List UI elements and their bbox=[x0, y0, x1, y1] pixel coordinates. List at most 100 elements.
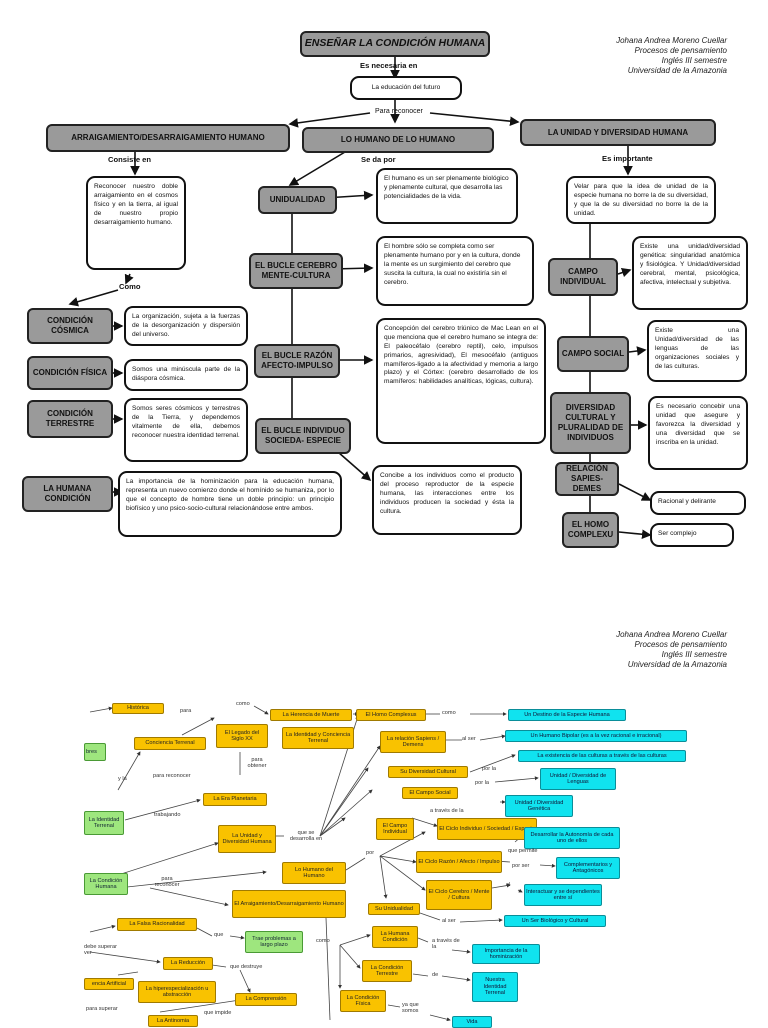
text-bucle-cerebro: El hombre sólo se completa como ser plen… bbox=[376, 236, 534, 306]
m2-interactuar: Interactuar y se dependientes entre sí bbox=[524, 884, 602, 906]
m2-ser-biologico: Un Ser Biológico y Cultural bbox=[504, 915, 606, 927]
m2-bres: bres bbox=[84, 743, 106, 761]
m2-ciclo-cerebro: El Ciclo Cerebro / Mente / Cultura bbox=[426, 880, 492, 910]
m2-relacion-sapiens: La relación Sapiens / Demens bbox=[380, 731, 446, 753]
link-es-necesaria: Es necesaria en bbox=[360, 61, 418, 70]
author-name-2: Johana Andrea Moreno Cuellar bbox=[616, 630, 727, 639]
m2-label-de: de bbox=[432, 972, 439, 978]
m2-historica: Histórica bbox=[112, 703, 164, 714]
m2-homo-complexus: El Homo Complexus bbox=[356, 709, 426, 721]
node-diversidad-cultural: DIVERSIDAD CULTURAL Y PLURALIDAD DE INDI… bbox=[550, 392, 631, 454]
node-condicion-cosmica: CONDICIÓN CÓSMICA bbox=[27, 308, 113, 344]
m2-campo-individual: El Campo Individual bbox=[376, 818, 414, 840]
m2-legado: El Legado del Siglo XX bbox=[216, 724, 268, 748]
author-level-2: Inglés III semestre bbox=[661, 650, 727, 659]
m2-condicion-terrestre: La Condición Terrestre bbox=[362, 960, 412, 982]
m2-diversidad-cultural: Su Diversidad Cultural bbox=[388, 766, 468, 778]
m2-condicion-humana: La Condición Humana bbox=[84, 873, 128, 895]
link-consiste-en: Consiste en bbox=[108, 155, 152, 164]
m2-destino: Un Destino de la Especie Humana bbox=[508, 709, 626, 721]
m2-nuestra-identidad: Nuestra Identidad Terrenal bbox=[472, 972, 518, 1002]
m2-label-como3: como bbox=[316, 938, 330, 944]
link-es-importante: Es importante bbox=[602, 154, 653, 163]
node-campo-social: CAMPO SOCIAL bbox=[557, 336, 629, 372]
author-school: Universidad de la Amazonia bbox=[627, 66, 727, 75]
author-course-2: Procesos de pensamiento bbox=[634, 640, 728, 649]
m2-label-al-ser2: al ser bbox=[442, 918, 456, 924]
text-diversidad-cultural: Es necesario concebir una unidad que ase… bbox=[648, 396, 748, 470]
m2-identidad-conciencia: La Identidad y Conciencia Terrenal bbox=[282, 727, 354, 749]
text-bucle-individuo: Concibe a los individuos como el product… bbox=[372, 465, 522, 535]
node-bucle-individuo: EL BUCLE INDIVIDUO SOCIEDA- ESPECIE bbox=[255, 418, 351, 454]
m2-label-como2: como bbox=[442, 710, 456, 716]
m2-label-trabajando: trabajando bbox=[154, 812, 181, 818]
text-condicion-cosmica: La organización, sujeta a la fuerzas de … bbox=[124, 306, 248, 346]
node-lo-humano: LO HUMANO DE LO HUMANO bbox=[302, 127, 494, 153]
text-homo-complexu: Ser complejo bbox=[650, 523, 734, 547]
m2-label-para-superar: para superar bbox=[86, 1006, 118, 1012]
m2-label-que-impide: que impide bbox=[204, 1010, 232, 1016]
m2-existencia: La existencia de las culturas a través d… bbox=[518, 750, 686, 762]
m2-unidad-lenguas: Unidad / Diversidad de Lenguas bbox=[540, 768, 616, 790]
author-level: Inglés III semestre bbox=[661, 56, 727, 65]
m2-ciclo-razon: El Ciclo Razón / Afecto / Impulso bbox=[416, 851, 502, 873]
node-unidualidad: UNIDUALIDAD bbox=[258, 186, 337, 214]
m2-bipolar: Un Humano Bipolar (es a la vez racional … bbox=[505, 730, 687, 742]
m2-label-que-destruye: que destruye bbox=[230, 964, 263, 970]
m2-hominizacion: Importancia de la hominización bbox=[472, 944, 540, 964]
node-relacion-sapiens: RELACIÓN SAPIES-DEMES bbox=[555, 462, 619, 496]
m2-antinomia: La Antinomia bbox=[148, 1015, 198, 1027]
author-block-2: Johana Andrea Moreno Cuellar Procesos de… bbox=[540, 630, 727, 670]
m2-herencia: La Herencia de Muerte bbox=[270, 709, 352, 721]
node-condicion-terrestre: CONDICIÓN TERRESTRE bbox=[27, 400, 113, 438]
m2-autonomia: Desarrollar la Autonomía de cada uno de … bbox=[524, 827, 620, 849]
node-bucle-cerebro: EL BUCLE CEREBRO MENTE-CULTURA bbox=[249, 253, 343, 289]
node-reconocer-doble: Reconocer nuestro doble arraigamiento en… bbox=[86, 176, 186, 270]
link-se-da-por: Se da por bbox=[361, 155, 396, 164]
m2-label-que: que bbox=[214, 932, 224, 938]
m2-reduccion: La Reducción bbox=[163, 957, 213, 970]
m2-ciclo-individuo: El Ciclo Individuo / Sociedad / Especie bbox=[437, 818, 537, 840]
m2-label-para-obtener: para obtener bbox=[247, 757, 267, 769]
text-condicion-fisica: Somos una minúscula parte de la diáspora… bbox=[124, 359, 248, 391]
text-campo-individual: Existe una unidad/diversidad genética: s… bbox=[632, 236, 748, 310]
node-educacion-futuro: La educación del futuro bbox=[350, 76, 462, 100]
link-para-reconocer: Para reconocer bbox=[375, 108, 423, 115]
m2-label-para-reconocer2: para reconocer bbox=[154, 876, 180, 888]
m2-label-para-reconocer: para reconocer bbox=[153, 773, 191, 779]
m2-label-por-la: por la bbox=[482, 766, 496, 772]
m2-humano-del-humano: Lo Humano del Humano bbox=[282, 862, 346, 884]
m2-campo-social: El Campo Social bbox=[402, 787, 458, 799]
author-name: Johana Andrea Moreno Cuellar bbox=[616, 36, 727, 45]
node-arraigamiento: ARRAIGAMIENTO/DESARRAIGAMIENTO HUMANO bbox=[46, 124, 290, 152]
node-unidad-diversidad: LA UNIDAD Y DIVERSIDAD HUMANA bbox=[520, 119, 716, 146]
author-block: Johana Andrea Moreno Cuellar Procesos de… bbox=[540, 36, 727, 76]
m2-era-planetaria: La Era Planetaria bbox=[203, 793, 267, 806]
node-humana-condicion: LA HUMANA CONDICIÓN bbox=[22, 476, 113, 512]
author-course: Procesos de pensamiento bbox=[634, 46, 728, 55]
link-como: Como bbox=[119, 282, 141, 291]
m2-condicion-fisica: La Condición Física bbox=[340, 990, 386, 1012]
m2-arraigamiento: El Arraigamiento/Desarraigamiento Humano bbox=[232, 890, 346, 918]
m2-label-ya-que: ya que somos bbox=[402, 1002, 419, 1014]
m2-label-a-traves: a través de la bbox=[430, 808, 464, 814]
text-unidualidad: El humano es un ser plenamente biológico… bbox=[376, 168, 518, 224]
m2-label-para: para bbox=[180, 708, 192, 714]
m2-identidad-terrenal: La Identidad Terrenal bbox=[84, 811, 124, 835]
m2-falsa-racionalidad: La Falsa Racionalidad bbox=[117, 918, 197, 931]
m2-label-a-traves2: a través de la bbox=[432, 938, 460, 950]
text-relacion-sapiens: Racional y delirante bbox=[650, 491, 746, 515]
m2-label-por-ser: por ser bbox=[512, 863, 530, 869]
m2-label-por-la2: por la bbox=[475, 780, 489, 786]
map1-title: ENSEÑAR LA CONDICIÓN HUMANA bbox=[300, 31, 490, 57]
text-humana-condicion: La importancia de la hominización para l… bbox=[118, 471, 342, 537]
m2-label-al-ser: al ser bbox=[462, 736, 476, 742]
node-homo-complexu: EL HOMO COMPLEXU bbox=[562, 512, 619, 548]
m2-unidad-diversidad-humana: La Unidad y Diversidad Humana bbox=[218, 825, 276, 853]
m2-unidualidad: Su Unidualidad bbox=[368, 903, 420, 915]
m2-comprension: La Comprensión bbox=[235, 993, 297, 1006]
m2-label-y-la: y la bbox=[118, 776, 127, 782]
author-school-2: Universidad de la Amazonia bbox=[627, 660, 727, 669]
m2-label-el: el bbox=[506, 882, 511, 888]
